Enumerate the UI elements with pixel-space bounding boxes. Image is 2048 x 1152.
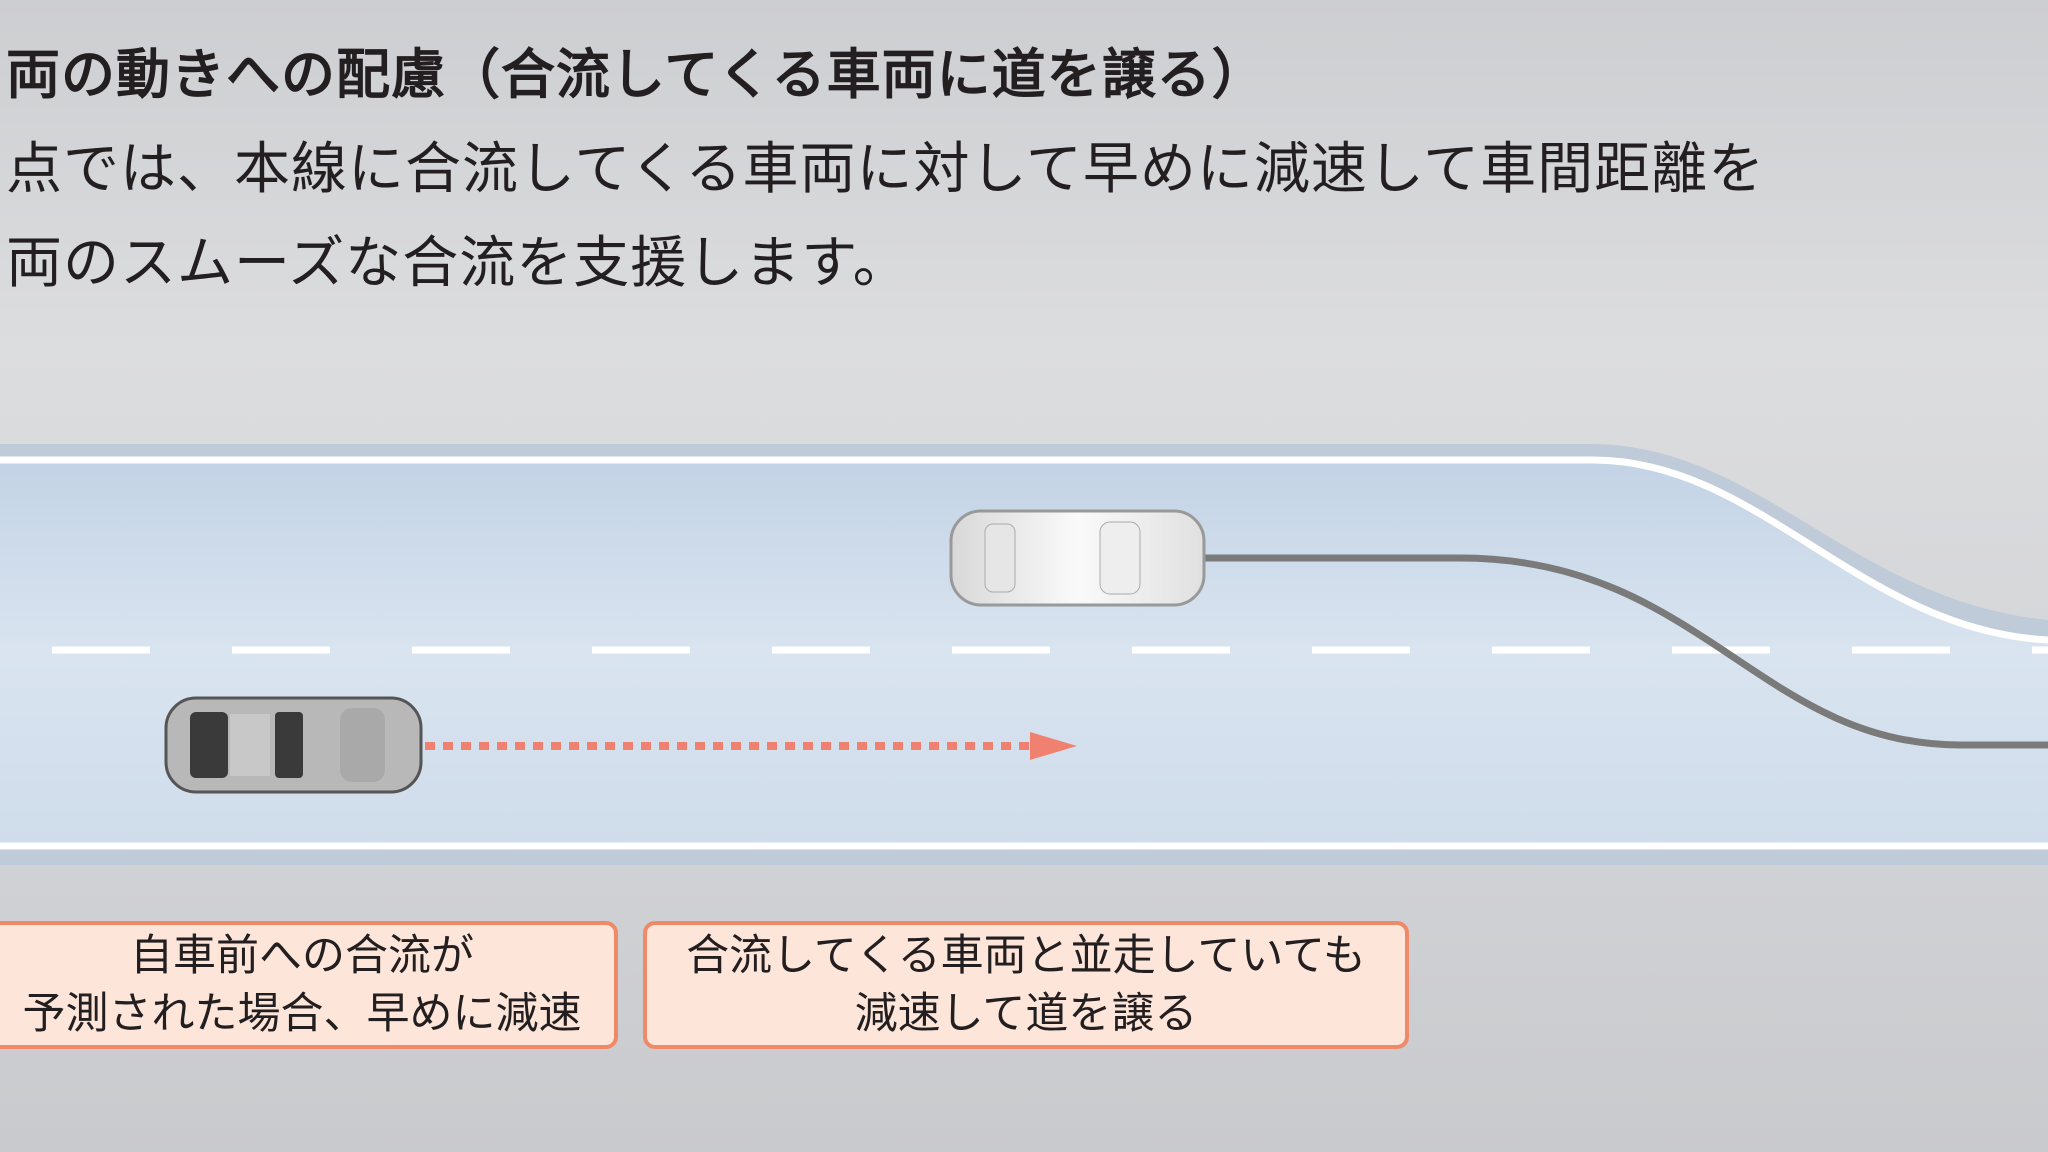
caption-yield-way: 合流してくる車両と並走していても 減速して道を譲る [643, 921, 1409, 1049]
ego-car [164, 696, 423, 794]
caption-line: 合流してくる車両と並走していても [686, 931, 1366, 981]
caption-line: 自車前への合流が [130, 931, 474, 981]
caption-line: 減速して道を譲る [854, 989, 1198, 1039]
description-line-2: 両のスムーズな合流を支援します。 [6, 231, 910, 296]
merge-path [1204, 554, 2048, 749]
caption-early-deceleration: 自車前への合流が 予測された場合、早めに減速 [0, 921, 618, 1049]
section-heading: 両の動きへの配慮（合流してくる車両に道を譲る） [6, 43, 1267, 106]
merging-car [949, 509, 1206, 607]
caption-line: 予測された場合、早めに減速 [22, 989, 582, 1039]
road-edge-top [0, 456, 2048, 644]
description-line-1: 点では、本線に合流してくる車両に対して早めに減速して車間距離を [6, 137, 1766, 202]
deceleration-arrow-head [1030, 732, 1077, 760]
